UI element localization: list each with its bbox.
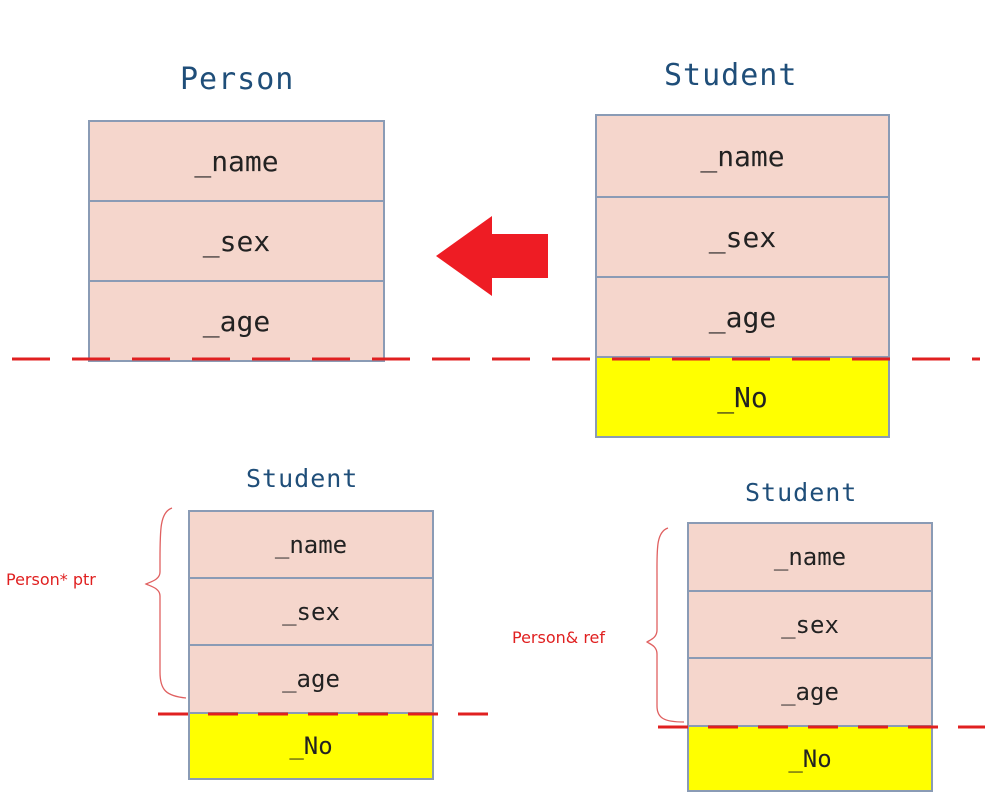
- student-top-field-name: _name: [597, 116, 888, 198]
- person-pointer-label: Person* ptr: [6, 570, 96, 589]
- person-field-name: _name: [90, 122, 383, 202]
- student-br-field-age: _age: [689, 659, 931, 727]
- student-title-top: Student: [664, 58, 798, 93]
- student-top-field-no: _No: [597, 358, 888, 436]
- person-object-box: _name _sex _age: [88, 120, 385, 362]
- slicing-arrow-icon: [436, 216, 548, 296]
- student-top-field-age: _age: [597, 278, 888, 358]
- person-field-sex: _sex: [90, 202, 383, 282]
- student-bl-field-no: _No: [190, 714, 432, 778]
- student-bl-field-name: _name: [190, 512, 432, 579]
- student-object-box-bottom-left: _name _sex _age _No: [188, 510, 434, 780]
- reference-brace-icon: [645, 527, 685, 723]
- person-reference-label: Person& ref: [512, 628, 606, 647]
- student-object-box-bottom-right: _name _sex _age _No: [687, 522, 933, 792]
- student-br-field-no: _No: [689, 727, 931, 790]
- student-top-field-sex: _sex: [597, 198, 888, 278]
- student-title-bottom-left: Student: [246, 464, 359, 493]
- student-title-bottom-right: Student: [745, 478, 858, 507]
- person-title: Person: [180, 62, 295, 97]
- person-field-age: _age: [90, 282, 383, 360]
- student-br-field-sex: _sex: [689, 592, 931, 659]
- student-bl-field-sex: _sex: [190, 579, 432, 646]
- student-br-field-name: _name: [689, 524, 931, 592]
- pointer-brace-icon: [144, 507, 187, 699]
- student-object-box-top: _name _sex _age _No: [595, 114, 890, 438]
